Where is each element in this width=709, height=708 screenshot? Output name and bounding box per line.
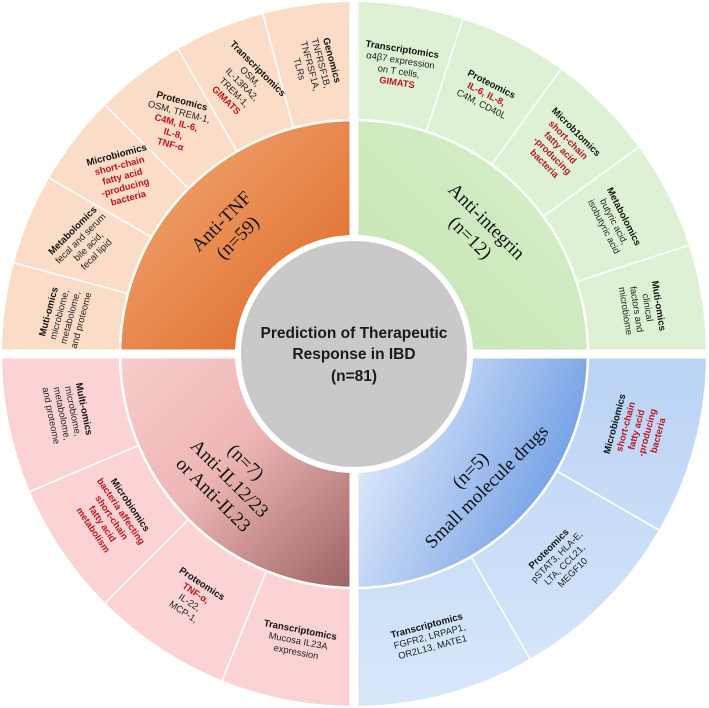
segment-divider xyxy=(13,262,129,295)
segment-divider xyxy=(425,18,464,132)
center-title-line2: Response in IBD xyxy=(292,346,415,363)
anti-integrin-outer-segment xyxy=(354,2,706,354)
segment-divider xyxy=(576,244,690,283)
category-item: IL-8, xyxy=(163,125,184,141)
anti-il-inner-segment xyxy=(120,354,354,588)
anti-tnf-inner-segment xyxy=(120,120,354,354)
segment-divider xyxy=(48,177,152,238)
segment-divider xyxy=(262,13,295,129)
anti-integrin-inner-segment xyxy=(354,120,588,354)
segment-divider xyxy=(221,570,268,681)
segment-divider xyxy=(490,68,562,166)
segment-divider xyxy=(542,146,640,218)
small-molecule-inner-segment xyxy=(354,354,588,588)
segment-divider xyxy=(104,518,190,604)
segment-divider xyxy=(556,470,660,531)
category-item: clinical xyxy=(640,293,655,323)
center-title-line1: Prediction of Therapeutic xyxy=(261,325,448,342)
inner-ring xyxy=(120,120,588,588)
center-circle xyxy=(237,237,471,471)
segment-divider xyxy=(104,104,190,190)
segment-divider xyxy=(470,556,531,660)
segment-divider xyxy=(29,444,139,493)
segment-divider xyxy=(177,48,238,152)
center-count: (n=81) xyxy=(331,368,377,385)
small-molecule-outer-segment xyxy=(354,354,706,706)
